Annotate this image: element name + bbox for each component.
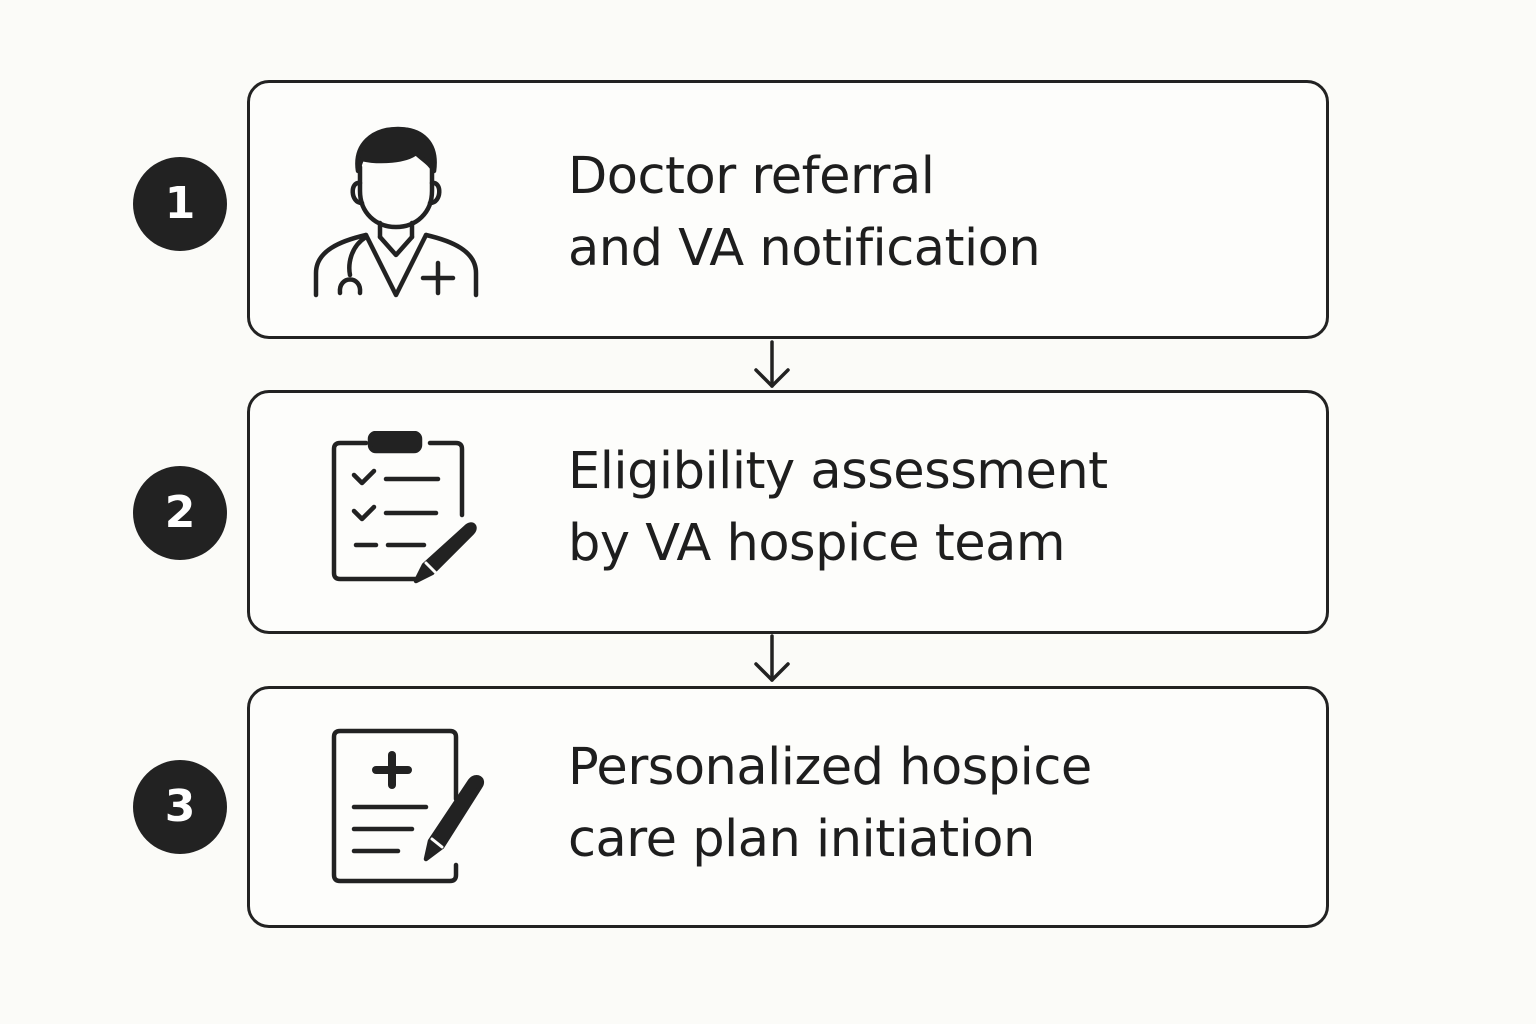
step-3-label: Personalized hospice care plan initiatio… bbox=[568, 732, 1092, 876]
step-box-eligibility-assessment: Eligibility assessment by VA hospice tea… bbox=[247, 390, 1329, 634]
step-2-line-2: by VA hospice team bbox=[568, 514, 1066, 573]
step-1-line-2: and VA notification bbox=[568, 219, 1041, 278]
step-number-badge-1: 1 bbox=[133, 157, 227, 251]
arrow-down-icon bbox=[752, 340, 792, 396]
step-2-label: Eligibility assessment by VA hospice tea… bbox=[568, 436, 1108, 580]
medical-document-pen-icon bbox=[330, 727, 490, 891]
step-box-care-plan-initiation: Personalized hospice care plan initiatio… bbox=[247, 686, 1329, 928]
step-number-badge-3: 3 bbox=[133, 760, 227, 854]
step-3-line-1: Personalized hospice bbox=[568, 738, 1092, 797]
step-box-doctor-referral: Doctor referral and VA notification bbox=[247, 80, 1329, 339]
step-1-line-1: Doctor referral bbox=[568, 147, 935, 206]
step-2-line-1: Eligibility assessment bbox=[568, 442, 1108, 501]
doctor-icon bbox=[310, 123, 480, 307]
step-number-badge-2: 2 bbox=[133, 466, 227, 560]
arrow-down-icon bbox=[752, 634, 792, 690]
step-3-line-2: care plan initiation bbox=[568, 810, 1035, 869]
step-1-label: Doctor referral and VA notification bbox=[568, 141, 1041, 285]
clipboard-checklist-icon bbox=[330, 430, 480, 605]
